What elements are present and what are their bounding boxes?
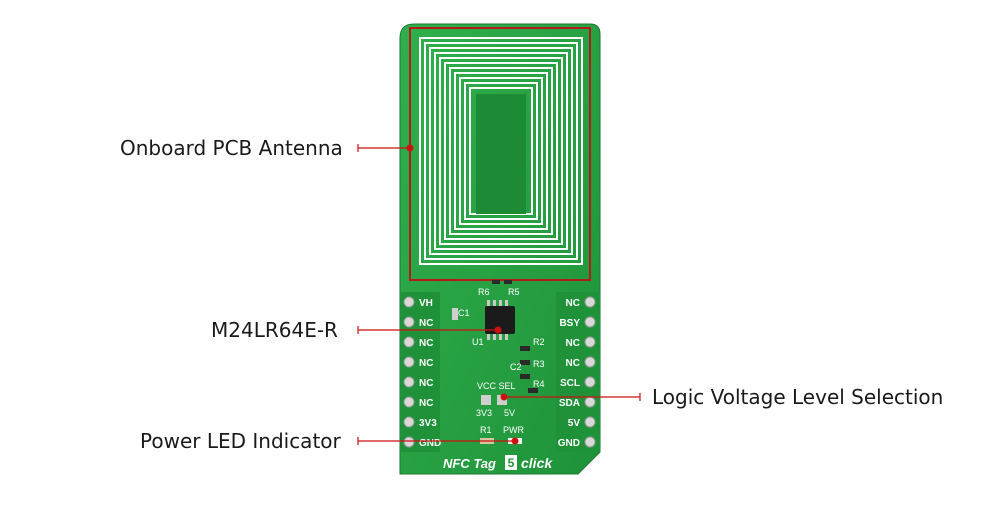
silk-c2: C2 <box>510 362 522 372</box>
left-pin-label: NC <box>419 358 433 369</box>
silk-u1: U1 <box>472 337 484 347</box>
callout-dot-chip <box>494 326 502 334</box>
antenna-center <box>476 94 526 214</box>
callout-power-led: Power LED Indicator <box>140 429 341 453</box>
left-pin-pads <box>403 296 415 448</box>
left-pin-label: NC <box>419 398 433 409</box>
pcb-antenna <box>419 37 583 265</box>
board-name: NFC Tag 5 click <box>443 455 553 471</box>
left-pin-label: 3V3 <box>419 418 437 429</box>
right-pin-label: SDA <box>559 398 580 409</box>
left-pin-label: VH <box>419 298 433 309</box>
callout-dots <box>406 144 519 445</box>
left-pin-label: NC <box>419 378 433 389</box>
callout-dot-logic <box>500 393 508 401</box>
board-name-number: 5 <box>508 456 515 470</box>
board-name-suffix: click <box>521 455 553 471</box>
silk-3v3: 3V3 <box>476 408 492 418</box>
right-pin-label: 5V <box>568 418 581 429</box>
callout-dot-antenna <box>406 144 414 152</box>
right-pin-label: NC <box>566 338 580 349</box>
right-pin-label: SCL <box>560 378 580 389</box>
left-pin-label: NC <box>419 318 433 329</box>
right-pin-label: NC <box>566 298 580 309</box>
callout-lines <box>357 144 641 445</box>
left-pin-label: GND <box>419 438 441 449</box>
silk-r5: R5 <box>508 287 520 297</box>
left-pin-labels: VH NC NC NC NC NC 3V3 GND <box>419 298 441 449</box>
silk-5v: 5V <box>504 408 515 418</box>
callout-chip: M24LR64E-R <box>211 318 338 342</box>
silk-vcc-sel: VCC SEL <box>477 381 516 391</box>
silk-r6: R6 <box>478 287 490 297</box>
right-pin-label: BSY <box>559 318 580 329</box>
right-pin-labels: NC BSY NC NC SCL SDA 5V GND <box>558 298 581 449</box>
silk-r4: R4 <box>533 379 545 389</box>
silk-c1: C1 <box>458 308 470 318</box>
board-name-prefix: NFC Tag <box>443 456 496 471</box>
silk-pwr: PWR <box>503 425 524 435</box>
callout-dot-power-led <box>511 437 519 445</box>
right-pin-label: GND <box>558 438 580 449</box>
chip-u1 <box>485 300 515 340</box>
right-pin-pads <box>584 296 596 448</box>
silk-r3: R3 <box>533 359 545 369</box>
left-pin-label: NC <box>419 338 433 349</box>
silk-r1: R1 <box>480 425 492 435</box>
callout-logic: Logic Voltage Level Selection <box>652 385 944 409</box>
callout-antenna: Onboard PCB Antenna <box>120 136 343 160</box>
right-pin-label: NC <box>566 358 580 369</box>
silkscreen-labels: R6 R5 C1 U1 R2 R3 C2 R4 VCC SEL 3V3 5V R… <box>458 287 545 435</box>
silk-r2: R2 <box>533 337 545 347</box>
